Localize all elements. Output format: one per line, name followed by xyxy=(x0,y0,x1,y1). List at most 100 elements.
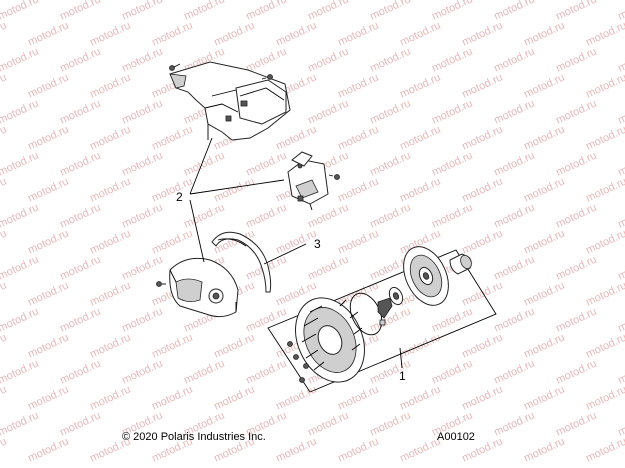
upper-shroud xyxy=(169,61,291,141)
watermark-text: motod.ru xyxy=(0,409,41,438)
watermark-text: motod.ru xyxy=(368,45,412,74)
small-pulley xyxy=(388,286,404,306)
watermark-text: motod.ru xyxy=(0,149,41,178)
watermark-text: motod.ru xyxy=(26,383,70,412)
watermark-text: motod.ru xyxy=(460,227,504,256)
watermark-text: motod.ru xyxy=(120,357,164,386)
leader-line-3 xyxy=(263,243,307,265)
watermark-text: motod.ru xyxy=(274,227,318,256)
watermark-text: motod.ru xyxy=(430,305,474,334)
watermark-text: motod.ru xyxy=(244,201,288,230)
watermark-text: motod.ru xyxy=(150,19,194,48)
watermark-text: motod.ru xyxy=(554,305,598,334)
watermark-text: motod.ru xyxy=(26,175,70,204)
watermark-text: motod.ru xyxy=(584,279,625,308)
watermark-text: motod.ru xyxy=(306,409,350,438)
watermark-text: motod.ru xyxy=(584,71,625,100)
watermark-text: motod.ru xyxy=(0,383,9,412)
reel xyxy=(403,246,449,306)
watermark-text: motod.ru xyxy=(88,71,132,100)
screw-top xyxy=(169,63,181,71)
watermark-text: motod.ru xyxy=(26,71,70,100)
watermark-text: motod.ru xyxy=(182,201,226,230)
watermark-text: motod.ru xyxy=(616,305,625,334)
watermark-text: motod.ru xyxy=(460,123,504,152)
watermark-text: motod.ru xyxy=(306,201,350,230)
watermark-text: motod.ru xyxy=(58,357,102,386)
callout-2: 2 xyxy=(176,190,183,204)
watermark-text: motod.ru xyxy=(120,97,164,126)
watermark-text: motod.ru xyxy=(26,227,70,256)
watermark-text: motod.ru xyxy=(336,435,380,464)
watermark-text: motod.ru xyxy=(398,435,442,464)
leader-line-1 xyxy=(399,347,403,369)
watermark-text: motod.ru xyxy=(616,357,625,386)
pawl xyxy=(377,297,393,326)
screw-cover xyxy=(156,281,166,287)
watermark-text: motod.ru xyxy=(492,201,536,230)
watermark-text: motod.ru xyxy=(522,383,566,412)
watermark-text: motod.ru xyxy=(460,175,504,204)
cup-hub xyxy=(449,253,472,275)
watermark-text: motod.ru xyxy=(522,175,566,204)
watermark-text: motod.ru xyxy=(0,253,41,282)
assembly-outline xyxy=(267,249,497,393)
watermark-text: motod.ru xyxy=(150,175,194,204)
copyright-text: © 2020 Polaris Industries Inc. xyxy=(122,431,266,443)
watermark-text: motod.ru xyxy=(398,71,442,100)
watermark-text: motod.ru xyxy=(368,409,412,438)
watermark-text: motod.ru xyxy=(460,331,504,360)
watermark-text: motod.ru xyxy=(0,175,9,204)
watermark-text: motod.ru xyxy=(58,97,102,126)
watermark-text: motod.ru xyxy=(150,331,194,360)
watermark-text: motod.ru xyxy=(336,175,380,204)
watermark-text: motod.ru xyxy=(212,383,256,412)
screw-bracket xyxy=(328,174,340,180)
watermark-text: motod.ru xyxy=(0,305,41,334)
watermark-text: motod.ru xyxy=(522,123,566,152)
watermark-text: motod.ru xyxy=(0,71,9,100)
watermark-text: motod.ru xyxy=(26,331,70,360)
watermark-text: motod.ru xyxy=(398,123,442,152)
watermark-text: motod.ru xyxy=(616,0,625,23)
watermark-text: motod.ru xyxy=(616,253,625,282)
watermark-text: motod.ru xyxy=(584,123,625,152)
recoil-housing xyxy=(295,297,365,383)
watermark-text: motod.ru xyxy=(584,175,625,204)
watermark-text: motod.ru xyxy=(26,19,70,48)
watermark-text: motod.ru xyxy=(522,279,566,308)
callout-1: 1 xyxy=(399,369,406,383)
watermark-text: motod.ru xyxy=(584,19,625,48)
watermark-text: motod.ru xyxy=(306,253,350,282)
watermark-text: motod.ru xyxy=(120,305,164,334)
watermark-text: motod.ru xyxy=(244,357,288,386)
watermark-text: motod.ru xyxy=(274,435,318,464)
watermark-text: motod.ru xyxy=(88,383,132,412)
watermark-text: motod.ru xyxy=(0,123,9,152)
watermark-text: motod.ru xyxy=(616,201,625,230)
watermark-text: motod.ru xyxy=(120,201,164,230)
watermark-text: motod.ru xyxy=(336,383,380,412)
watermark-text: motod.ru xyxy=(554,149,598,178)
watermark-text: motod.ru xyxy=(584,331,625,360)
watermark-text: motod.ru xyxy=(274,19,318,48)
watermark-text: motod.ru xyxy=(492,357,536,386)
leader-lines-2 xyxy=(189,137,285,263)
watermark-text: motod.ru xyxy=(492,253,536,282)
watermark-text: motod.ru xyxy=(460,19,504,48)
watermark-text: motod.ru xyxy=(368,97,412,126)
callout-3: 3 xyxy=(314,237,321,251)
watermark-text: motod.ru xyxy=(398,19,442,48)
watermark-text: motod.ru xyxy=(150,383,194,412)
watermark-text: motod.ru xyxy=(0,0,41,23)
watermark-text: motod.ru xyxy=(616,97,625,126)
curved-plate xyxy=(211,231,272,293)
screw-housing-b xyxy=(293,354,299,360)
watermark-text: motod.ru xyxy=(430,45,474,74)
watermark-text: motod.ru xyxy=(0,19,9,48)
watermark-text: motod.ru xyxy=(182,357,226,386)
watermark-text: motod.ru xyxy=(88,123,132,152)
watermark-text: motod.ru xyxy=(522,227,566,256)
